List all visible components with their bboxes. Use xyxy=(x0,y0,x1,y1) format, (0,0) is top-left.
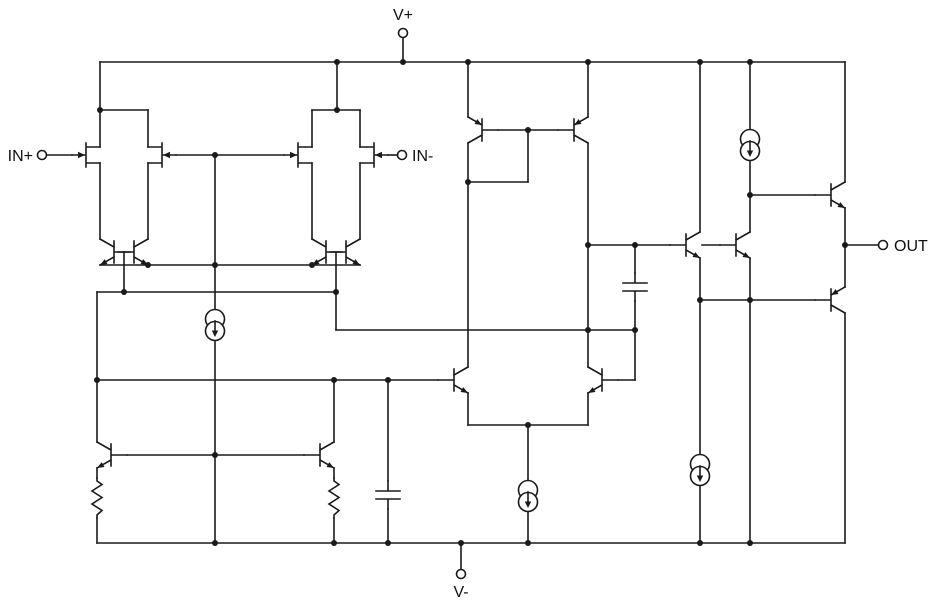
output-npn-q15 xyxy=(814,181,846,209)
mirror-transistor-q9 xyxy=(467,116,499,144)
in-minus-terminal xyxy=(396,149,408,161)
emitter-resistor-r2 xyxy=(328,477,340,519)
out-label: OUT xyxy=(894,238,928,255)
vplus-label: V+ xyxy=(393,7,413,24)
vminus-terminal xyxy=(455,568,467,580)
junction-dots xyxy=(94,59,848,546)
wires xyxy=(45,36,880,571)
output-pnp-q16 xyxy=(814,286,846,314)
cascode-transistor-q2 xyxy=(117,238,149,266)
gain-transistor-q11 xyxy=(437,366,469,394)
bias-transistor-q8 xyxy=(303,441,335,469)
input-jfet-j4 xyxy=(359,142,389,168)
sink-current-source xyxy=(689,453,711,487)
input-jfet-j2 xyxy=(147,142,177,168)
output-bias-current-source xyxy=(739,128,761,162)
vplus-terminal xyxy=(397,27,409,39)
second-stage-current-source xyxy=(517,479,539,513)
tail-current-source xyxy=(204,308,226,342)
driver-transistor-q13 xyxy=(669,231,701,259)
compensation-capacitor-c1 xyxy=(622,272,648,302)
bypass-capacitor-c2 xyxy=(375,480,401,510)
in-plus-terminal xyxy=(36,149,48,161)
bias-transistor-q7 xyxy=(96,441,128,469)
cascode-transistor-q4 xyxy=(329,238,361,266)
vminus-label: V- xyxy=(453,584,468,601)
input-jfet-j1 xyxy=(71,142,101,168)
out-terminal xyxy=(877,239,889,251)
in-plus-label: IN+ xyxy=(8,148,33,165)
terminals: V+ V- IN+ IN- OUT xyxy=(8,7,928,601)
input-jfet-j3 xyxy=(283,142,313,168)
devices xyxy=(71,116,846,519)
emitter-resistor-r1 xyxy=(91,477,103,519)
driver-transistor-q14 xyxy=(719,231,751,259)
in-minus-label: IN- xyxy=(412,148,433,165)
mirror-transistor-q10 xyxy=(557,116,589,144)
gain-transistor-q12 xyxy=(587,366,619,394)
